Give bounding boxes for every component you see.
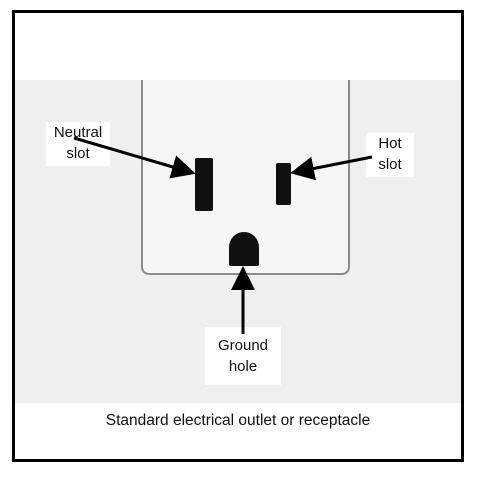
ground-hole-label: Ground hole: [205, 327, 281, 385]
neutral-slot: [195, 158, 213, 211]
neutral-label-line-2: slot: [66, 145, 90, 162]
ground-label-line-2: hole: [228, 358, 258, 375]
hot-slot-label: Hot slot: [366, 133, 414, 177]
ground-hole: [229, 232, 259, 266]
hot-slot: [276, 163, 291, 205]
hot-label-line-2: slot: [378, 156, 402, 173]
neutral-slot-label: Neutral slot: [46, 122, 110, 166]
hot-label-line-1: Hot: [378, 135, 402, 152]
figure-caption: Standard electrical outlet or receptacle: [105, 412, 371, 429]
ground-label-line-1: Ground: [217, 337, 269, 354]
neutral-label-line-1: Neutral: [53, 124, 103, 141]
